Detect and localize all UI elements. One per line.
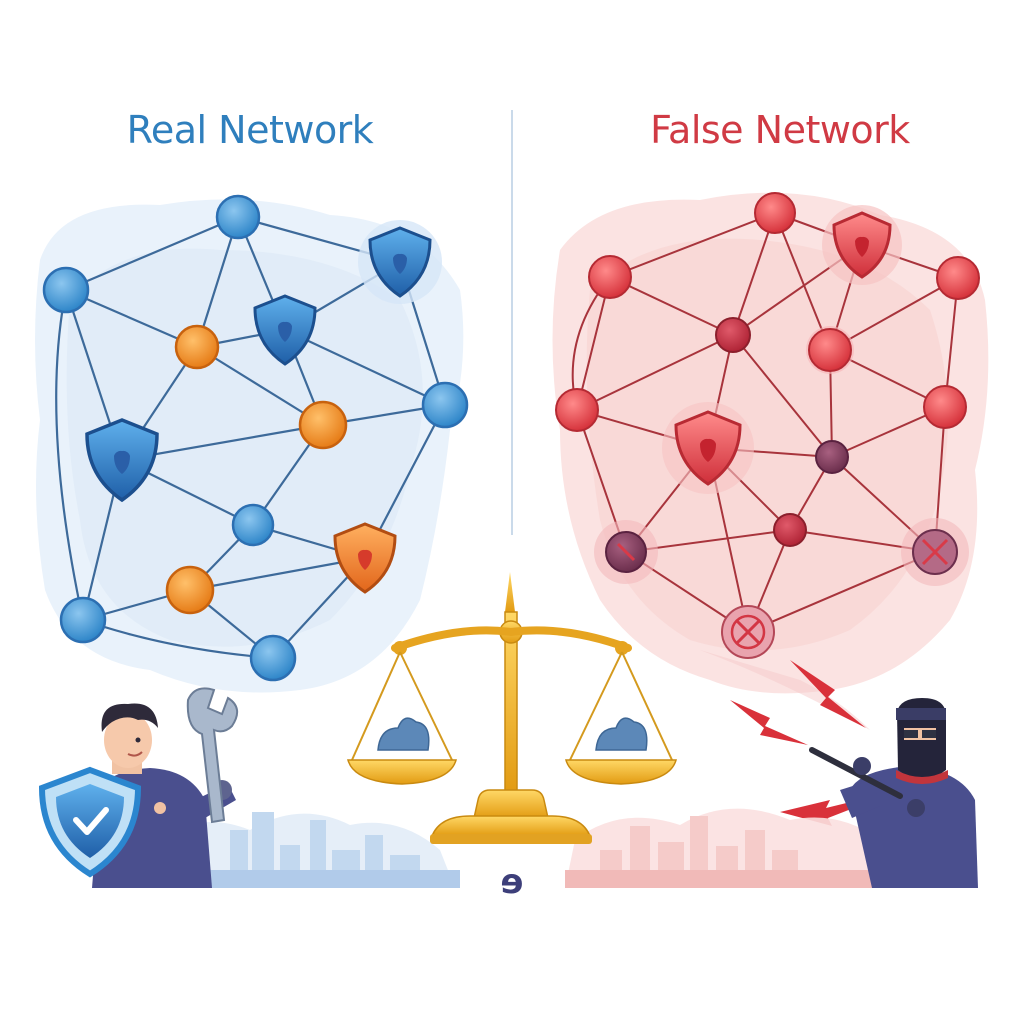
shield-icon	[358, 220, 442, 304]
false-node	[773, 513, 807, 547]
hacker-character	[809, 698, 978, 888]
orange-node	[174, 324, 220, 370]
false-network-background	[552, 192, 989, 730]
blocked-node-icon	[594, 520, 658, 584]
compromised-node	[815, 440, 849, 474]
shield-icon	[333, 522, 397, 594]
balance-scale-icon	[347, 572, 677, 844]
real-node	[421, 381, 469, 429]
check-shield-icon	[38, 766, 142, 878]
real-node	[59, 596, 107, 644]
orange-node	[165, 565, 215, 615]
false-node	[754, 192, 796, 234]
false-city-skyline	[565, 808, 885, 888]
false-node	[936, 256, 980, 300]
real-network-nodes	[42, 194, 469, 682]
false-node	[588, 255, 632, 299]
false-network-nodes	[555, 192, 980, 547]
blocked-node-icon	[901, 518, 969, 586]
shield-icon	[662, 402, 754, 494]
real-node	[42, 266, 90, 314]
shield-icon	[85, 418, 159, 503]
real-city-skyline	[150, 812, 460, 888]
orange-nodes	[165, 324, 348, 615]
real-node	[249, 634, 297, 682]
false-node	[923, 385, 967, 429]
false-node	[808, 328, 852, 372]
false-node	[715, 317, 751, 353]
real-network-title: Real Network	[126, 108, 374, 152]
wrench-icon	[186, 687, 239, 824]
false-node	[555, 388, 599, 432]
orange-node	[298, 400, 348, 450]
shield-icon	[822, 205, 902, 285]
false-network-title: False Network	[650, 108, 910, 152]
bottom-glyph: ɘ	[500, 862, 524, 902]
blocked-node-icon	[721, 605, 775, 659]
shield-icon	[253, 294, 317, 366]
real-node	[231, 503, 275, 547]
real-node	[215, 194, 261, 240]
